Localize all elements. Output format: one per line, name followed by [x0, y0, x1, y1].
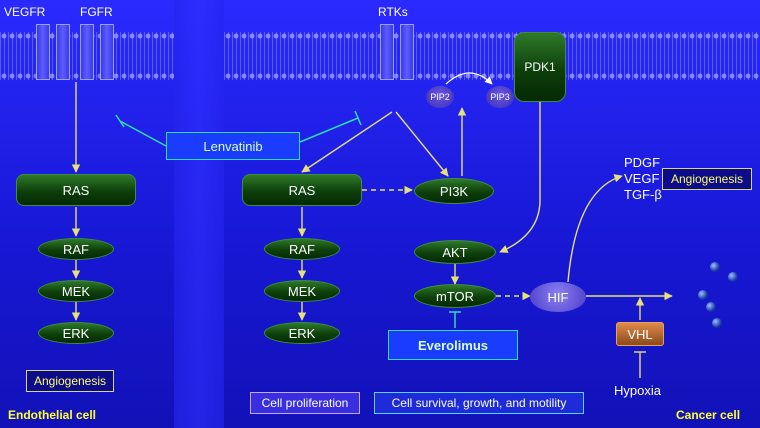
- endo-angiogenesis-box: Angiogenesis: [26, 370, 114, 392]
- lenvatinib-label: Lenvatinib: [203, 138, 263, 154]
- cancer-erk-label: ERK: [288, 325, 316, 341]
- cancer-membrane: [224, 32, 760, 80]
- akt-label: AKT: [442, 244, 468, 260]
- pi3k-node: PI3K: [414, 178, 494, 204]
- fgfr-receptor-left: [80, 24, 94, 80]
- endo-ras-node: RAS: [16, 174, 136, 206]
- endo-mek-node: MEK: [38, 280, 114, 302]
- pdk1-node: PDK1: [514, 32, 566, 102]
- rtks-label: RTKs: [378, 5, 408, 19]
- cancer-raf-node: RAF: [264, 238, 340, 260]
- rtk-receptor-left: [380, 24, 394, 80]
- everolimus-label: Everolimus: [417, 337, 489, 353]
- cancer-angiogenesis-box: Angiogenesis: [662, 168, 752, 190]
- secreted-factor-dot: [712, 318, 722, 328]
- intercellular-space: [174, 0, 224, 428]
- cancer-ras-node: RAS: [242, 174, 362, 206]
- tgfb-label: TGF-β: [624, 187, 662, 202]
- endothelial-cell-label: Endothelial cell: [8, 408, 97, 422]
- pip3-node: PIP3: [486, 86, 514, 108]
- mtor-label: mTOR: [435, 288, 475, 304]
- secreted-factor-dot: [710, 262, 720, 272]
- cell-survival-box: Cell survival, growth, and motility: [374, 392, 584, 414]
- endo-raf-label: RAF: [63, 241, 89, 257]
- cell-proliferation-box: Cell proliferation: [250, 392, 360, 414]
- cancer-angiogenesis-label: Angiogenesis: [670, 172, 744, 186]
- cancer-raf-label: RAF: [289, 241, 315, 257]
- pdk1-label: PDK1: [524, 60, 556, 74]
- endo-angiogenesis-label: Angiogenesis: [33, 374, 107, 388]
- everolimus-drug: Everolimus: [388, 330, 518, 360]
- cancer-ras-label: RAS: [288, 182, 316, 198]
- secreted-factor-dot: [728, 272, 738, 282]
- pip3-label: PIP3: [490, 92, 510, 102]
- fgfr-receptor-right: [100, 24, 114, 80]
- cancer-erk-node: ERK: [264, 322, 340, 344]
- pip2-label: PIP2: [430, 92, 450, 102]
- hif-label: HIF: [547, 289, 569, 305]
- vhl-label: VHL: [627, 326, 653, 342]
- pip2-node: PIP2: [426, 86, 454, 108]
- vegfr-receptor-left: [36, 24, 50, 80]
- hypoxia-label: Hypoxia: [614, 383, 661, 398]
- pi3k-label: PI3K: [439, 183, 469, 199]
- cancer-mek-node: MEK: [264, 280, 340, 302]
- hif-node: HIF: [530, 282, 586, 312]
- cancer-mek-label: MEK: [287, 283, 317, 299]
- secreted-factor-dot: [706, 302, 716, 312]
- secreted-factor-dot: [698, 290, 708, 300]
- endo-erk-node: ERK: [38, 322, 114, 344]
- endo-erk-label: ERK: [62, 325, 90, 341]
- cell-survival-label: Cell survival, growth, and motility: [391, 396, 567, 410]
- endo-ras-label: RAS: [62, 182, 90, 198]
- vegfr-label: VEGFR: [4, 5, 46, 19]
- endo-raf-node: RAF: [38, 238, 114, 260]
- vegfr-receptor-right: [56, 24, 70, 80]
- vegf-label: VEGF: [624, 171, 660, 186]
- vhl-node: VHL: [616, 322, 664, 346]
- rtk-receptor-right: [400, 24, 414, 80]
- lenvatinib-drug: Lenvatinib: [166, 132, 300, 160]
- pdgf-label: PDGF: [624, 155, 661, 170]
- akt-node: AKT: [414, 240, 496, 264]
- cancer-cell-label: Cancer cell: [676, 408, 741, 422]
- cell-proliferation-label: Cell proliferation: [261, 396, 349, 410]
- endo-mek-label: MEK: [61, 283, 91, 299]
- mtor-node: mTOR: [414, 284, 496, 308]
- fgfr-label: FGFR: [80, 5, 113, 19]
